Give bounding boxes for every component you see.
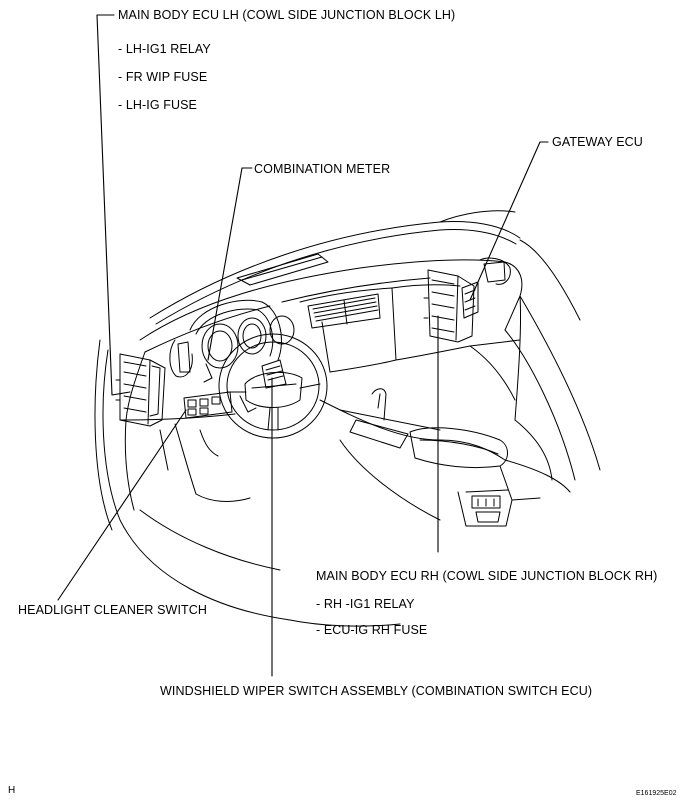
leader-lines (57, 14, 549, 677)
windshield-wiper-switch-label: WINDSHIELD WIPER SWITCH ASSEMBLY (COMBIN… (160, 684, 593, 698)
dashboard-outline (125, 257, 523, 421)
corner-mark: H (8, 785, 16, 796)
main-body-ecu-lh-shape (115, 353, 166, 427)
center-console (319, 388, 571, 527)
figure-code: E161925E02 (636, 790, 677, 797)
combination-meter-label: COMBINATION METER (254, 162, 391, 176)
main-body-ecu-rh-label: MAIN BODY ECU RH (COWL SIDE JUNCTION BLO… (316, 569, 658, 583)
left-lower-dash (119, 391, 251, 511)
ecu-ig-rh-fuse-label: - ECU-IG RH FUSE (316, 623, 428, 637)
main-body-ecu-lh-label: MAIN BODY ECU LH (COWL SIDE JUNCTION BLO… (118, 8, 456, 22)
windshield-outline (149, 210, 521, 325)
fr-wip-fuse-label: - FR WIP FUSE (118, 70, 208, 84)
rh-ig1-relay-label: - RH -IG1 RELAY (316, 597, 415, 611)
gateway-ecu-label: GATEWAY ECU (552, 135, 643, 149)
lh-ig-fuse-label: - LH-IG FUSE (118, 98, 197, 112)
headlight-cleaner-switch-label: HEADLIGHT CLEANER SWITCH (18, 603, 208, 617)
steering-wheel (218, 333, 328, 439)
combination-meter-shape (189, 299, 295, 383)
gateway-ecu-shape (461, 281, 479, 319)
main-body-ecu-rh-shape (423, 269, 475, 343)
lh-ig1-relay-label: - LH-IG1 RELAY (118, 42, 211, 56)
floor-and-sill (94, 239, 601, 627)
